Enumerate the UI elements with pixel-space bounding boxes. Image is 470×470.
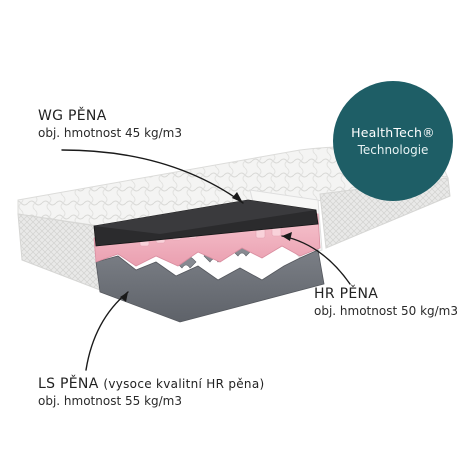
hr-foam-name: HR PĚNA — [314, 286, 379, 302]
badge-subtitle: Technologie — [357, 143, 429, 157]
healthtech-badge: HealthTech® Technologie — [333, 81, 453, 201]
ls-foam-name: LS PĚNA — [38, 376, 99, 392]
wg-arrowhead — [232, 192, 243, 203]
ls-foam-label: LS PĚNA (vysoce kvalitní HR pěna) obj. h… — [38, 376, 264, 409]
hr-foam-density: obj. hmotnost 50 kg/m3 — [314, 303, 458, 318]
wg-foam-density: obj. hmotnost 45 kg/m3 — [38, 125, 182, 140]
hr-arrowhead — [282, 232, 292, 241]
wg-foam-label: WG PĚNA obj. hmotnost 45 kg/m3 — [38, 108, 182, 141]
badge-title: HealthTech® — [351, 125, 435, 140]
ls-foam-density: obj. hmotnost 55 kg/m3 — [38, 393, 182, 408]
ls-foam-layer — [95, 249, 325, 323]
wg-foam-name: WG PĚNA — [38, 108, 107, 124]
mattress-side-left — [17, 213, 101, 291]
hr-foam-label: HR PĚNA obj. hmotnost 50 kg/m3 — [314, 286, 458, 319]
ls-arrowhead — [120, 292, 128, 302]
ls-foam-note: (vysoce kvalitní HR pěna) — [103, 377, 265, 391]
arrowheads — [120, 192, 292, 302]
wg-foam-top-edge — [94, 200, 316, 234]
wg-arrow — [61, 149, 244, 204]
ls-arrow — [85, 291, 129, 371]
ls-foam-heading: LS PĚNA (vysoce kvalitní HR pěna) — [38, 376, 264, 394]
